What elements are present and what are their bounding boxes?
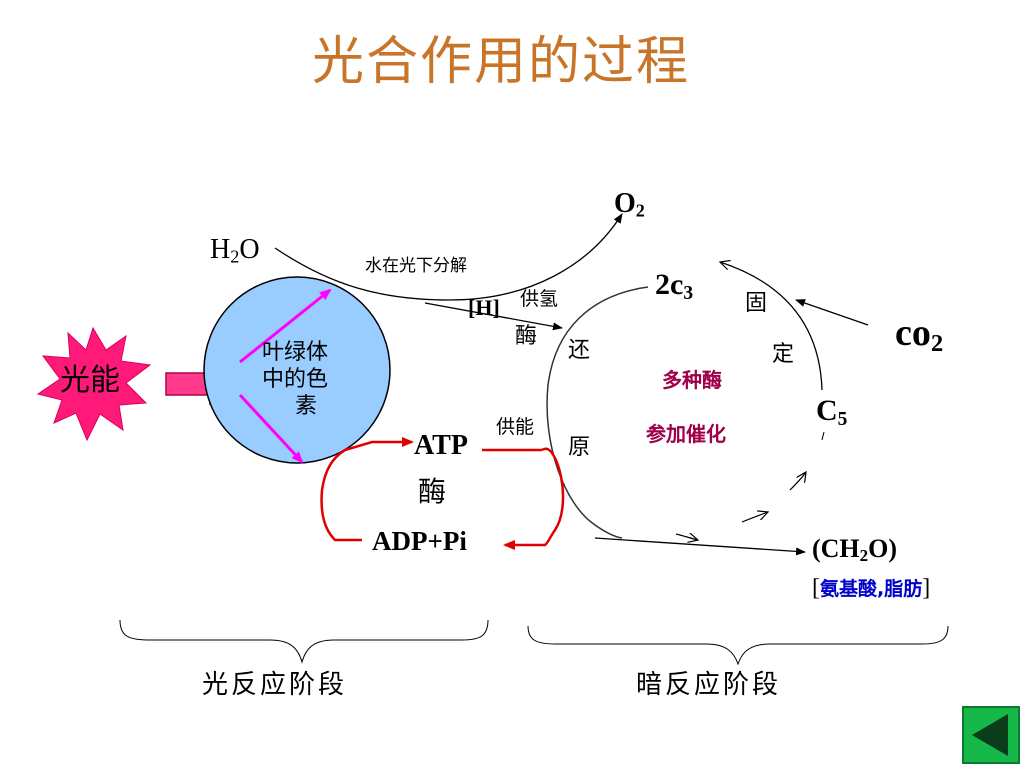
brace-light	[119, 619, 489, 664]
c3-label: 2c3	[655, 268, 694, 304]
adp-label: ADP+Pi	[372, 526, 467, 556]
enzyme-mid-label: 酶	[418, 475, 447, 508]
stage-light-label: 光反应阶段	[202, 670, 348, 700]
back-nav-button[interactable]	[962, 706, 1020, 764]
hydrogen-label: [H]	[468, 295, 500, 320]
chloroplast-label-1: 叶绿体	[262, 340, 329, 365]
regen-arrow-2	[741, 512, 768, 523]
reduction-label-2: 原	[568, 435, 591, 460]
product-arrow	[594, 537, 806, 556]
pigment-arrow-down	[238, 393, 304, 464]
regen-arrow-1	[675, 534, 698, 540]
product-label: (CH2O)	[812, 534, 898, 566]
light-starburst	[36, 326, 152, 442]
water-split-arrow	[274, 213, 623, 301]
supply-hydrogen-label: 供氢	[520, 288, 559, 310]
regen-arrow-3	[789, 472, 806, 491]
hydrogen-arrow	[424, 302, 563, 331]
enzymes-label-1: 多种酶	[662, 368, 722, 392]
brace-dark	[527, 625, 949, 666]
c5-label: C5	[816, 394, 848, 430]
cycle-arc-right	[720, 262, 823, 391]
cycle-arc-left	[546, 286, 649, 539]
stage-dark-label: 暗反应阶段	[636, 670, 782, 700]
enzyme-top-label: 酶	[515, 324, 538, 349]
water-split-label: 水在光下分解	[365, 256, 467, 276]
reduction-label-1: 还	[568, 338, 591, 363]
co2-arrow	[795, 299, 869, 326]
water-label: H2O	[210, 234, 260, 267]
pigment-arrow-up	[239, 288, 332, 364]
regen-tick	[821, 431, 825, 441]
fixation-label-1: 固	[745, 291, 768, 316]
chloroplast-label-3: 素	[295, 394, 318, 419]
oxygen-label: O2	[614, 188, 645, 221]
co2-label: co2	[895, 312, 944, 358]
page-title: 光合作用的过程	[312, 32, 691, 92]
red-line-atp-down	[503, 447, 565, 550]
red-line-adp-left	[320, 437, 414, 542]
other-products-label: [氨基酸,脂肪]	[812, 575, 931, 601]
fixation-label-2: 定	[772, 342, 795, 367]
light-energy-label: 光能	[60, 363, 120, 398]
chloroplast-label-2: 中的色	[262, 367, 329, 392]
atp-label: ATP	[414, 430, 468, 461]
enzymes-label-2: 参加催化	[646, 422, 726, 446]
supply-energy-label: 供能	[496, 416, 535, 438]
